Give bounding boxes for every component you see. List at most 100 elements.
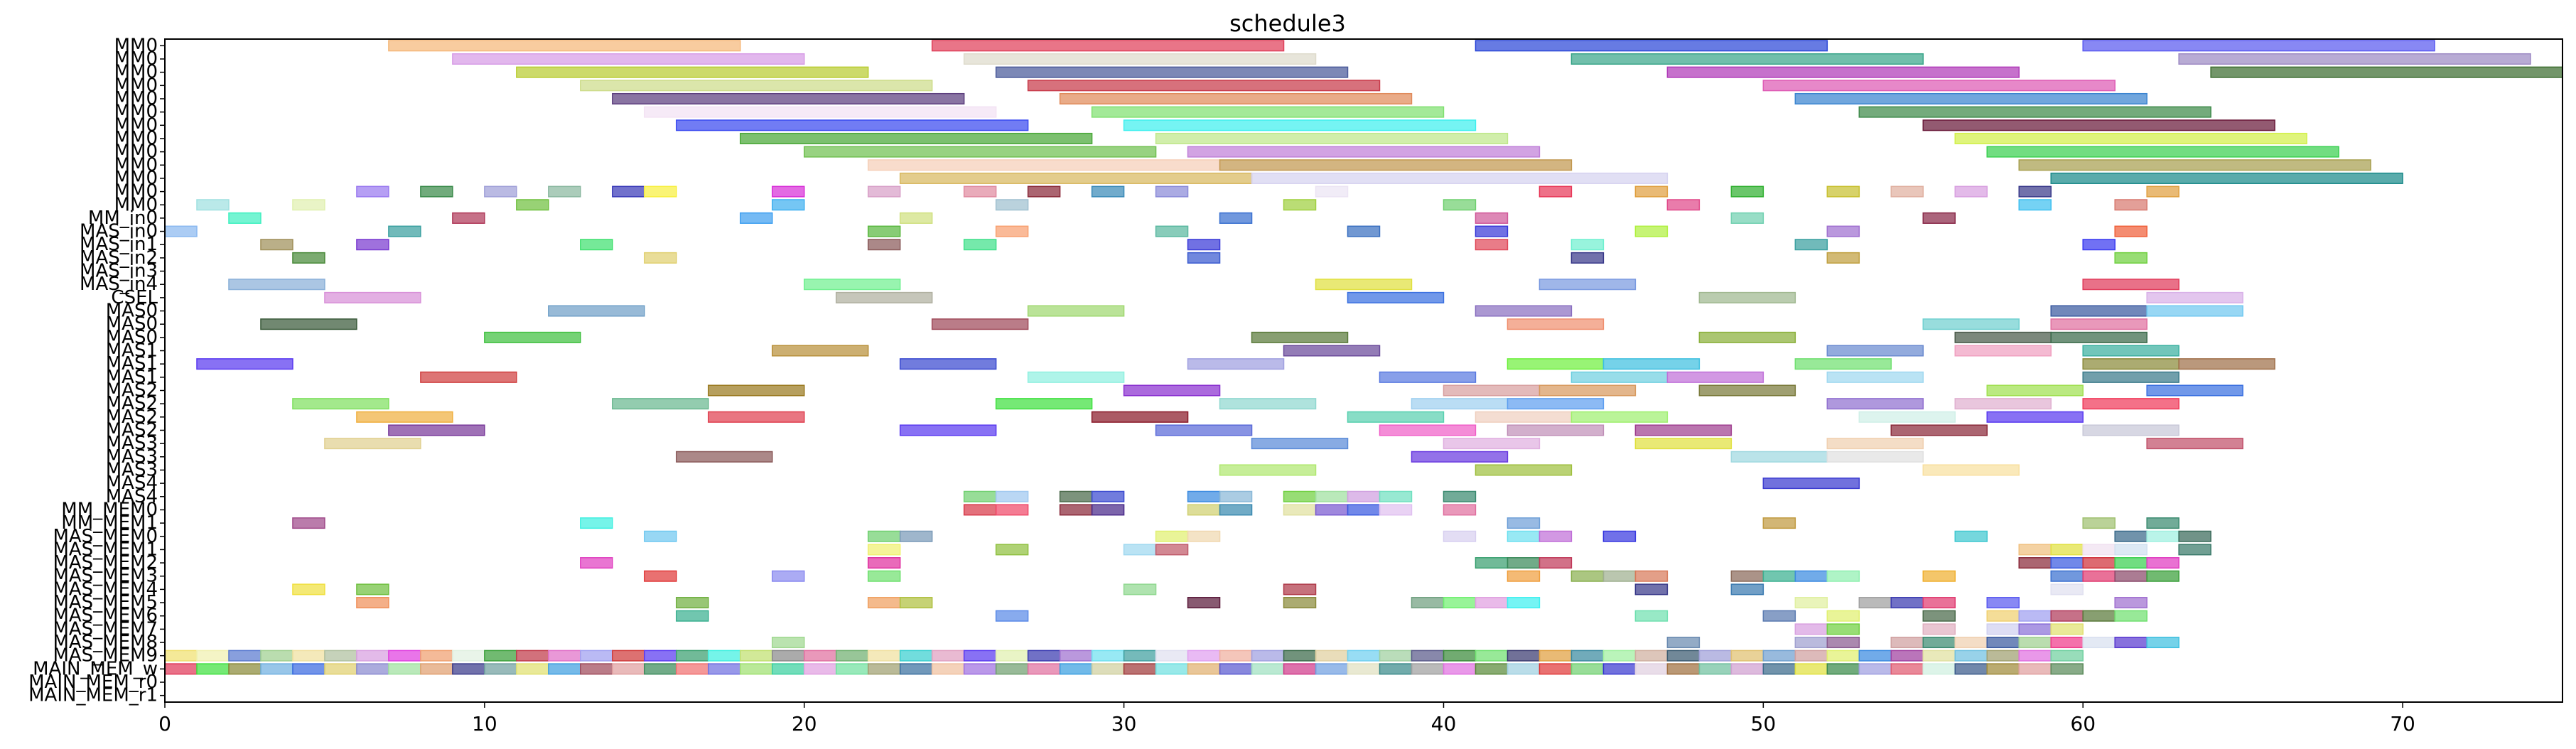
- task-bar: [1219, 650, 1253, 662]
- task-bar: [1730, 185, 1764, 198]
- task-bar: [1570, 252, 1605, 264]
- task-bar: [1602, 663, 1637, 675]
- task-bar: [548, 663, 581, 675]
- y-tick-label: MM0: [114, 194, 158, 215]
- task-bar: [2114, 530, 2147, 542]
- y-tick-label: MAS3: [106, 459, 158, 480]
- task-bar: [1219, 490, 1253, 502]
- plot-frame: [164, 38, 2563, 703]
- y-tick-label: MAS_MEM3: [53, 566, 158, 587]
- task-bar: [1091, 106, 1445, 118]
- task-bar: [1858, 106, 2211, 118]
- task-bar: [1283, 650, 1317, 662]
- task-bar: [899, 172, 1253, 184]
- task-bar: [1794, 570, 1828, 582]
- task-bar: [708, 663, 741, 675]
- task-bar: [1187, 650, 1221, 662]
- task-bar: [2050, 570, 2084, 582]
- task-bar: [644, 185, 677, 198]
- y-tick-label: MAS_MEM4: [53, 578, 158, 600]
- task-bar: [1443, 199, 1477, 211]
- task-bar: [803, 663, 837, 675]
- task-bar: [1507, 597, 1541, 609]
- task-bar: [292, 663, 325, 675]
- task-bar: [1475, 411, 1573, 423]
- task-bar: [740, 663, 773, 675]
- task-bar: [2082, 610, 2116, 622]
- task-bar: [1315, 504, 1349, 516]
- y-tick-label: MAS1: [106, 340, 158, 362]
- task-bar: [1187, 490, 1221, 502]
- task-bar: [1794, 637, 1828, 649]
- task-bar: [1922, 623, 1956, 635]
- task-bar: [1283, 597, 1317, 609]
- task-bar: [164, 225, 198, 237]
- task-bar: [1794, 597, 1828, 609]
- task-bar: [1634, 610, 1669, 622]
- task-bar: [420, 371, 517, 383]
- task-bar: [899, 424, 997, 436]
- task-bar: [1155, 225, 1189, 237]
- task-bar: [420, 185, 453, 198]
- task-bar: [2146, 570, 2179, 582]
- y-tick-label: MAS_MEM2: [53, 552, 158, 573]
- task-bar: [1379, 371, 1477, 383]
- task-bar: [484, 663, 517, 675]
- task-bar: [1027, 80, 1381, 92]
- task-bar: [963, 53, 1317, 65]
- task-bar: [708, 411, 805, 423]
- task-bar: [2050, 544, 2084, 556]
- task-bar: [2050, 331, 2147, 343]
- task-bar: [2018, 185, 2052, 198]
- task-bar: [1954, 132, 2307, 144]
- task-bar: [1794, 92, 2147, 104]
- task-bar: [1347, 663, 1381, 675]
- task-bar: [452, 53, 805, 65]
- task-bar: [803, 146, 1157, 158]
- task-bar: [2050, 623, 2084, 635]
- task-bar: [1986, 384, 2084, 397]
- task-bar: [867, 597, 901, 609]
- task-bar: [1666, 66, 2020, 78]
- y-tick-label: MAS_MEM1: [53, 539, 158, 560]
- task-bar: [1443, 530, 1477, 542]
- task-bar: [1443, 438, 1541, 450]
- task-bar: [1698, 291, 1796, 303]
- task-bar: [644, 106, 997, 118]
- task-bar: [1155, 663, 1189, 675]
- task-bar: [1283, 504, 1317, 516]
- task-bar: [1794, 663, 1828, 675]
- task-bar: [292, 199, 325, 211]
- task-bar: [1922, 318, 2020, 330]
- task-bar: [1283, 663, 1317, 675]
- task-bar: [2146, 637, 2179, 649]
- task-bar: [1187, 358, 1285, 370]
- task-bar: [2114, 597, 2147, 609]
- task-bar: [2018, 610, 2052, 622]
- y-tick-label: MAS2: [106, 406, 158, 428]
- task-bar: [1890, 637, 1924, 649]
- task-bar: [2210, 66, 2563, 78]
- task-bar: [1890, 597, 1924, 609]
- task-bar: [2050, 318, 2147, 330]
- task-bar: [899, 530, 933, 542]
- task-bar: [1922, 637, 1956, 649]
- task-bar: [1762, 663, 1796, 675]
- task-bar: [1986, 411, 2084, 423]
- task-bar: [1826, 371, 1924, 383]
- task-bar: [1826, 570, 1860, 582]
- task-bar: [1283, 199, 1317, 211]
- task-bar: [995, 398, 1093, 410]
- task-bar: [771, 637, 805, 649]
- task-bar: [2018, 159, 2371, 171]
- task-bar: [1059, 504, 1093, 516]
- task-bar: [2050, 557, 2084, 569]
- task-bar: [1059, 490, 1093, 502]
- task-bar: [1570, 53, 1924, 65]
- task-bar: [1251, 172, 1669, 184]
- task-bar: [1379, 663, 1413, 675]
- y-tick-label: MAS0: [106, 301, 158, 322]
- task-bar: [1251, 438, 1349, 450]
- task-bar: [2146, 557, 2179, 569]
